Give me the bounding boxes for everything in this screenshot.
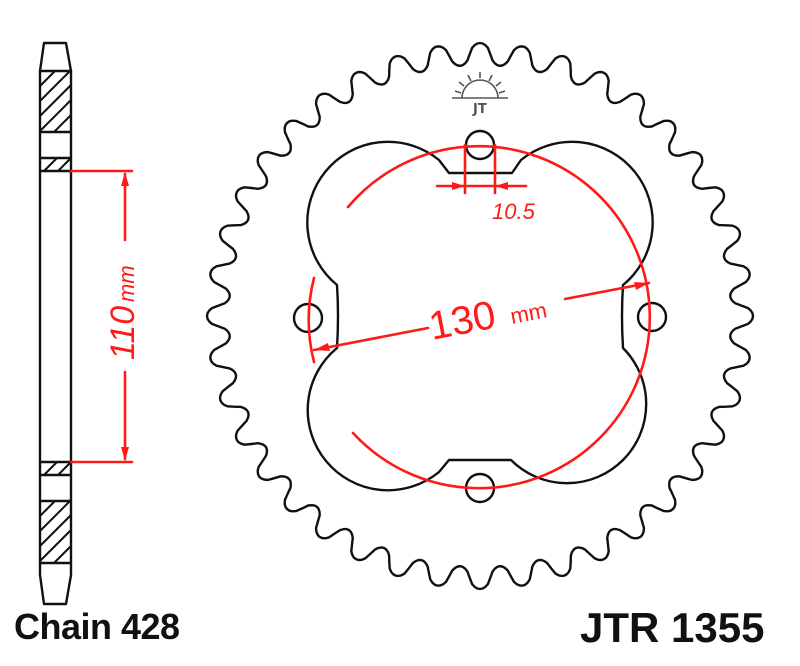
sprocket-side-view (38, 41, 73, 606)
hatch-top (39, 70, 72, 172)
sun-logo-icon: JT (452, 72, 508, 117)
dim-110-unit: mm (114, 265, 139, 302)
part-number-label: JTR 1355 (580, 604, 765, 651)
logo-text: JT (472, 102, 487, 117)
dim-10-5-value: 10.5 (492, 199, 536, 224)
dim-130-value: 130 (425, 293, 499, 349)
hatch-bottom (39, 461, 72, 564)
dimension-bolt-hole-10-5: 10.5 (435, 143, 536, 224)
chain-size-label: Chain 428 (14, 606, 180, 647)
dimension-110mm: 110 mm (69, 169, 142, 464)
hub-cutout (306, 140, 654, 492)
dimension-pcd-130mm: 130 mm (307, 144, 652, 490)
bolt-hole-right (636, 301, 668, 333)
sprocket-teeth-outline (205, 41, 755, 591)
dim-110-value: 110 (104, 306, 142, 360)
dim-130-unit: mm (508, 297, 549, 329)
